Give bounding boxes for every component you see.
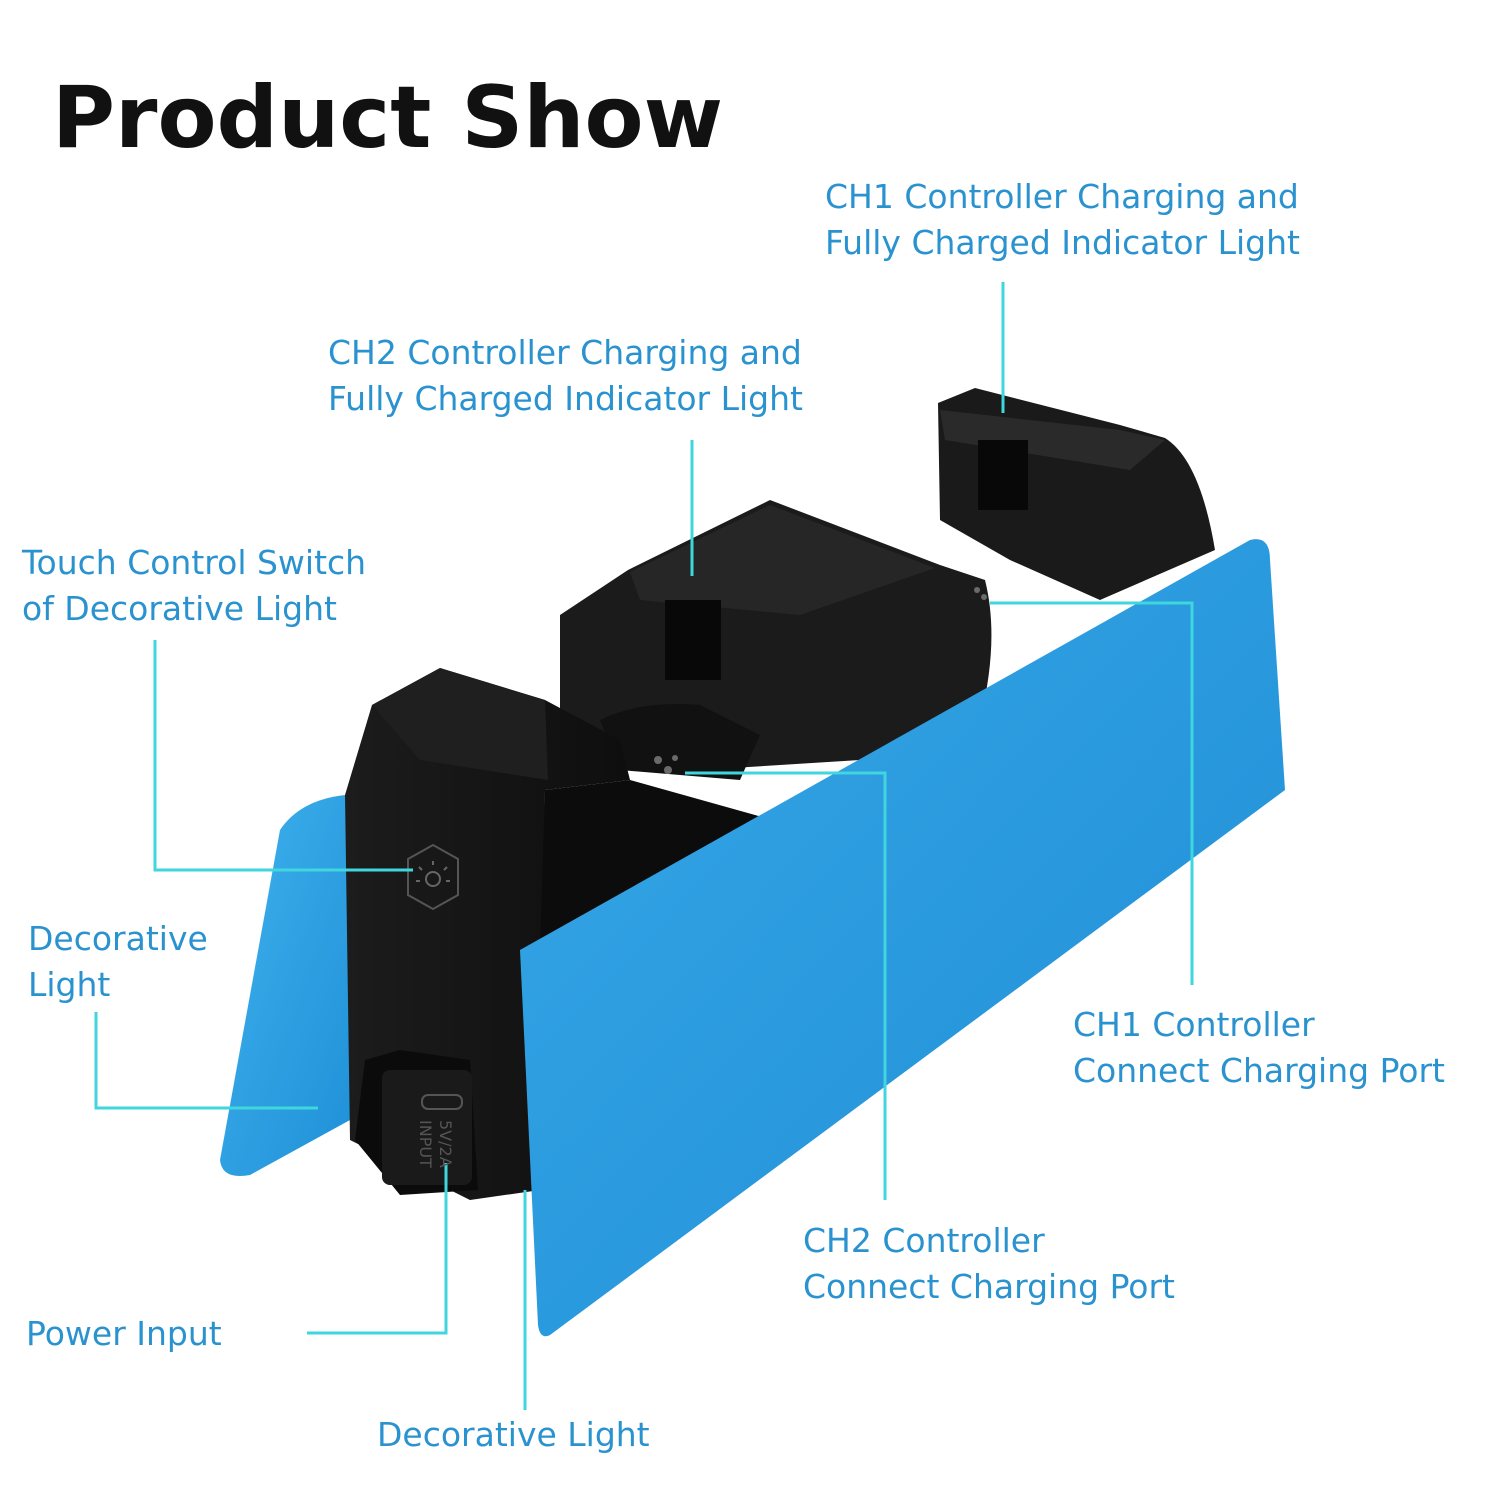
decorative-light-panel-back bbox=[220, 795, 360, 1176]
label-power-input: Power Input bbox=[26, 1311, 222, 1357]
label-ch1-indicator-line1: CH1 Controller Charging and bbox=[825, 177, 1299, 216]
label-ch2-port-line1: CH2 Controller bbox=[803, 1221, 1045, 1260]
sun-icon bbox=[407, 843, 459, 911]
leader-ch2-port bbox=[685, 771, 887, 1200]
label-decorative-light-bottom-line1: Decorative Light bbox=[377, 1415, 650, 1454]
label-ch1-indicator-line2: Fully Charged Indicator Light bbox=[825, 223, 1300, 262]
label-ch1-port-line2: Connect Charging Port bbox=[1073, 1051, 1445, 1090]
label-ch2-indicator-line2: Fully Charged Indicator Light bbox=[328, 379, 803, 418]
label-decorative-light-left: Decorative Light bbox=[28, 916, 208, 1008]
ch1-cradle bbox=[938, 388, 1215, 600]
port-marking-line1: INPUT bbox=[416, 1120, 435, 1168]
label-ch2-port: CH2 Controller Connect Charging Port bbox=[803, 1218, 1175, 1310]
label-touch-switch-line1: Touch Control Switch bbox=[22, 543, 367, 582]
page-title: Product Show bbox=[52, 68, 724, 168]
decorative-light-panel-front bbox=[520, 539, 1285, 1337]
port-marking: INPUT 5V/2A bbox=[416, 1094, 463, 1168]
label-power-input-line1: Power Input bbox=[26, 1314, 222, 1353]
label-touch-switch: Touch Control Switch of Decorative Light bbox=[22, 540, 366, 632]
label-ch1-indicator: CH1 Controller Charging and Fully Charge… bbox=[825, 174, 1300, 266]
label-ch2-port-line2: Connect Charging Port bbox=[803, 1267, 1175, 1306]
leader-touch-switch bbox=[153, 640, 413, 872]
ch2-charging-pins bbox=[654, 755, 678, 774]
leader-decorative-light-left bbox=[94, 1012, 318, 1110]
label-decorative-light-bottom: Decorative Light bbox=[377, 1412, 650, 1458]
label-ch1-port: CH1 Controller Connect Charging Port bbox=[1073, 1002, 1445, 1094]
label-ch1-port-line1: CH1 Controller bbox=[1073, 1005, 1315, 1044]
label-ch2-indicator-line1: CH2 Controller Charging and bbox=[328, 333, 802, 372]
label-decorative-light-left-line1: Decorative bbox=[28, 919, 208, 958]
label-decorative-light-left-line2: Light bbox=[28, 965, 111, 1004]
label-ch2-indicator: CH2 Controller Charging and Fully Charge… bbox=[328, 330, 803, 422]
leader-power-input bbox=[307, 1163, 448, 1335]
ch2-cradle bbox=[560, 500, 992, 780]
port-marking-line2: 5V/2A bbox=[436, 1120, 455, 1168]
label-touch-switch-line2: of Decorative Light bbox=[22, 589, 337, 628]
leader-ch1-port bbox=[990, 601, 1194, 985]
ch1-charging-pins bbox=[974, 587, 987, 600]
leader-lines bbox=[94, 282, 1194, 1410]
